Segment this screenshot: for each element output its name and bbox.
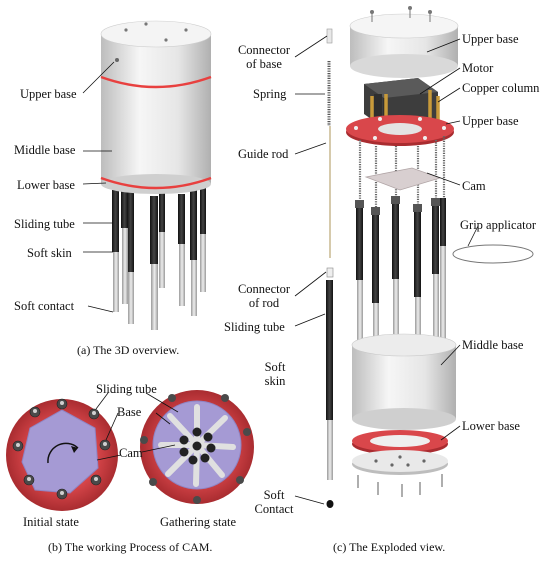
gathering-state-disc: [140, 390, 254, 504]
label-middle-base: Middle base: [14, 143, 76, 157]
label-gathering-state: Gathering state: [160, 515, 237, 529]
exploded-middle-base: [351, 333, 457, 430]
label-upper-base: Upper base: [20, 87, 77, 101]
exploded-upper-plate: [346, 115, 454, 146]
label-c-copper-column: Copper column: [462, 81, 540, 95]
label-c-soft-contact: Soft Contact: [254, 488, 294, 516]
panel-b-leaders: [95, 392, 179, 461]
label-connector-of-rod: Connector of rod: [237, 282, 291, 310]
label-soft-contact: Soft contact: [14, 299, 75, 313]
exploded-lower-base: [352, 430, 448, 497]
exploded-cam: [364, 167, 442, 191]
caption-a: (a) The 3D overview.: [77, 343, 180, 357]
panel-c-drawing: [294, 6, 534, 508]
label-c-upper-base-top: Upper base: [462, 32, 519, 46]
label-c-soft-skin: Soft skin: [264, 360, 286, 388]
label-sliding-tube: Sliding tube: [14, 217, 75, 231]
label-b-base: Base: [117, 405, 142, 419]
caption-c: (c) The Exploded view.: [333, 540, 446, 554]
label-guide-rod: Guide rod: [238, 147, 289, 161]
panel-c-leaders: [294, 35, 479, 505]
label-b-cam: Cam: [119, 446, 143, 460]
grip-applicator-ring: [452, 244, 534, 264]
caption-b: (b) The working Process of CAM.: [48, 540, 213, 554]
label-c-cam: Cam: [462, 179, 486, 193]
exploded-left-parts: [326, 28, 334, 508]
initial-state-disc: [6, 398, 118, 511]
panel-a-rods: [112, 186, 206, 330]
panel-a-body: [100, 20, 212, 194]
label-spring: Spring: [253, 87, 287, 101]
label-initial-state: Initial state: [23, 515, 79, 529]
upper-red-ring: [100, 75, 212, 89]
label-b-sliding-tube: Sliding tube: [96, 382, 157, 396]
label-c-upper-base-plate: Upper base: [462, 114, 519, 128]
label-soft-skin: Soft skin: [27, 246, 72, 260]
label-connector-of-base: Connector of base: [237, 43, 291, 71]
label-c-middle-base: Middle base: [462, 338, 524, 352]
exploded-motor: [364, 78, 438, 128]
exploded-tubes: [355, 196, 446, 358]
label-grip-applicator: Grip applicator: [460, 218, 537, 232]
label-c-motor: Motor: [462, 61, 494, 75]
label-lower-base: Lower base: [17, 178, 75, 192]
label-c-lower-base: Lower base: [462, 419, 520, 433]
exploded-upper-base: [349, 6, 459, 78]
panel-b-drawing: [6, 390, 254, 511]
panel-a-leaders: [82, 61, 115, 313]
label-c-sliding-tube: Sliding tube: [224, 320, 285, 334]
lower-red-ring: [100, 176, 212, 190]
panel-a-drawing: [82, 20, 212, 330]
